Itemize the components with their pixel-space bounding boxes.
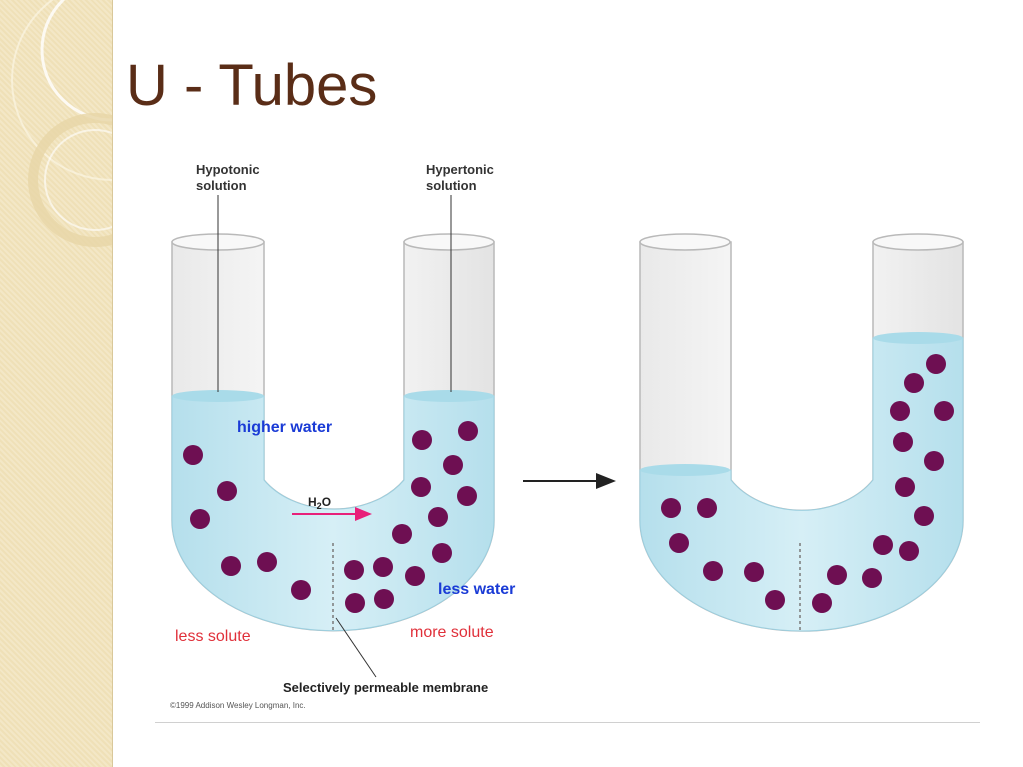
hypotonic-label-line1: Hypotonic [196, 162, 260, 177]
decorative-circles [11, 0, 112, 247]
sidebar-decoration [0, 0, 113, 767]
membrane-label: Selectively permeable membrane [283, 680, 488, 695]
solute-particles-before-right [344, 421, 478, 613]
u-tube-before [171, 195, 495, 678]
less-water-label: less water [438, 581, 515, 598]
solute-particles-after-right [812, 354, 954, 613]
u-tube-after [639, 233, 964, 633]
transition-arrow [523, 473, 616, 489]
hypotonic-label-line2: solution [196, 178, 247, 193]
higher-water-label: higher water [237, 419, 332, 436]
hypertonic-label-line2: solution [426, 178, 477, 193]
solute-particles-after-left [661, 498, 785, 610]
less-solute-label: less solute [175, 628, 251, 645]
more-solute-label: more solute [410, 624, 494, 641]
footer-divider [155, 722, 980, 723]
slide-title: U - Tubes [126, 53, 378, 118]
water-molecule-label: H2O [308, 495, 331, 511]
copyright-label: ©1999 Addison Wesley Longman, Inc. [170, 701, 306, 710]
solution-after [639, 337, 964, 632]
hypertonic-label-line1: Hypertonic [426, 162, 494, 177]
solute-particles-before-left [183, 445, 311, 600]
